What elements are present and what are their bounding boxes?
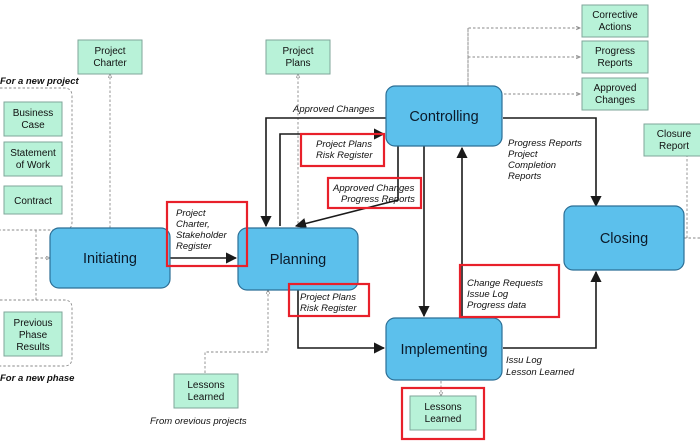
doc-project-charter: Project Charter [77,39,143,75]
doc-project-plans-line: Project [282,46,313,57]
closing-to-report-connector [680,139,700,239]
doc-business-case-line: Case [21,120,45,131]
doc-corrective-actions-line: Corrective [592,10,638,21]
process-closing: Closing [563,205,685,271]
doc-project-plans: Project Plans [265,39,331,75]
doc-statement-of-work-line: Statement [10,148,56,159]
process-implementing: Implementing [385,317,503,381]
doc-closure-report-line: Report [659,141,689,152]
annotation-control-to-plan-line: Progress Reports [341,194,415,205]
highlight-lessons-learned-output [400,386,486,441]
doc-contract-line: Contract [14,196,52,207]
annotation-impl-to-control-line: Issue Log [467,289,509,300]
annotation-plans-to-control-line: Project Plans [316,139,372,150]
highlight-plans-to-control [299,132,386,168]
annotation-control-to-close-line: Progress Reports [508,138,582,149]
doc-statement-of-work-line: of Work [16,160,51,171]
process-planning-label: Planning [270,252,326,268]
annotation-control-to-plan-line: Approved Changes [332,183,415,194]
doc-previous-phase-results-line: Results [16,342,49,353]
doc-approved-changes-line: Approved [594,83,637,94]
annotation-plans-to-control-line: Risk Register [316,150,373,161]
doc-progress-reports-line: Reports [597,58,632,69]
doc-corrective-actions: Corrective Actions [581,4,649,38]
doc-lessons-learned-previous-line: Lessons [187,380,224,391]
process-planning: Planning [237,227,359,291]
process-initiating: Initiating [49,227,171,289]
annotation-control-to-close-line: Project [508,149,538,160]
annotation-from-previous-projects: From orevious projects [150,416,247,427]
new-project-label: For a new project [0,76,79,87]
annotation-charter-flow: Project Charter, Stakeholder Register [176,208,228,252]
doc-approved-changes: Approved Changes [581,77,649,111]
highlight-control-to-plan [326,176,423,210]
doc-lessons-learned-output-line: Learned [425,414,462,425]
arrow-controlling-to-planning [294,146,399,229]
process-implementing-label: Implementing [400,342,487,358]
doc-lessons-learned-output: Lessons Learned [409,395,477,431]
process-closing-label: Closing [600,231,648,247]
doc-statement-of-work: Statement of Work [3,141,63,177]
highlight-charter-flow [165,200,249,268]
annotation-plans-to-impl: Project Plans Risk Register [300,292,357,314]
doc-progress-reports: Progress Reports [581,40,649,74]
highlight-impl-to-control [458,263,561,319]
annotation-charter-flow-line: Stakeholder [176,230,228,241]
annotation-control-to-close-line: Completion [508,160,556,171]
process-controlling-label: Controlling [409,109,478,125]
doc-project-plans-line: Plans [285,58,310,69]
annotation-impl-out-line: Lesson Learned [506,367,575,378]
annotation-plans-to-impl-line: Risk Register [300,303,357,314]
controlling-outputs-connector [467,28,580,86]
annotation-control-to-close-line: Reports [508,171,542,182]
arrow-implementing-to-closing [503,270,602,349]
doc-progress-reports-line: Progress [595,46,635,57]
doc-corrective-actions-line: Actions [599,22,632,33]
annotation-charter-flow-line: Charter, [176,219,210,230]
controlling-to-approved-connector [467,28,580,94]
doc-lessons-learned-previous-line: Learned [188,392,225,403]
doc-closure-report: Closure Report [643,123,700,157]
doc-business-case-line: Business [13,108,54,119]
doc-previous-phase-results: Previous Phase Results [3,311,63,357]
doc-contract: Contract [3,185,63,215]
process-controlling: Controlling [385,85,503,147]
annotation-impl-out-line: Issu Log [506,355,543,366]
process-initiating-label: Initiating [83,251,137,267]
annotation-approved-changes-top: Approved Changes [292,104,375,115]
doc-previous-phase-results-line: Previous [14,318,53,329]
annotation-charter-flow-line: Project [176,208,206,219]
arrow-controlling-to-planning-top [260,117,386,228]
doc-lessons-learned-previous: Lessons Learned [173,373,239,409]
doc-project-charter-line: Project [94,46,125,57]
doc-lessons-learned-output-line: Lessons [424,402,461,413]
annotation-plans-to-control: Project Plans Risk Register [316,139,373,161]
lessons-to-planning-connector [204,290,268,373]
doc-previous-phase-results-line: Phase [19,330,48,341]
annotation-control-to-close: Progress Reports Project Completion Repo… [508,138,582,182]
annotation-plans-to-impl-line: Project Plans [300,292,356,303]
arrow-controlling-to-closing [503,117,602,208]
annotation-control-to-plan: Approved Changes Progress Reports [332,183,415,205]
highlight-plans-to-impl [287,282,371,318]
doc-business-case: Business Case [3,101,63,137]
doc-approved-changes-line: Changes [595,95,635,106]
annotation-impl-to-control-line: Change Requests [467,278,543,289]
annotation-impl-out: Issu Log Lesson Learned [506,355,575,378]
doc-closure-report-line: Closure [657,129,692,140]
arrow-planning-to-implementing [297,290,386,354]
new-phase-inputs-box [0,299,73,367]
new-phase-label: For a new phase [0,373,75,384]
annotation-charter-flow-line: Register [176,241,212,252]
doc-project-charter-line: Charter [93,58,127,69]
annotation-impl-to-control-line: Progress data [467,300,526,311]
annotation-impl-to-control: Change Requests Issue Log Progress data [467,278,543,311]
